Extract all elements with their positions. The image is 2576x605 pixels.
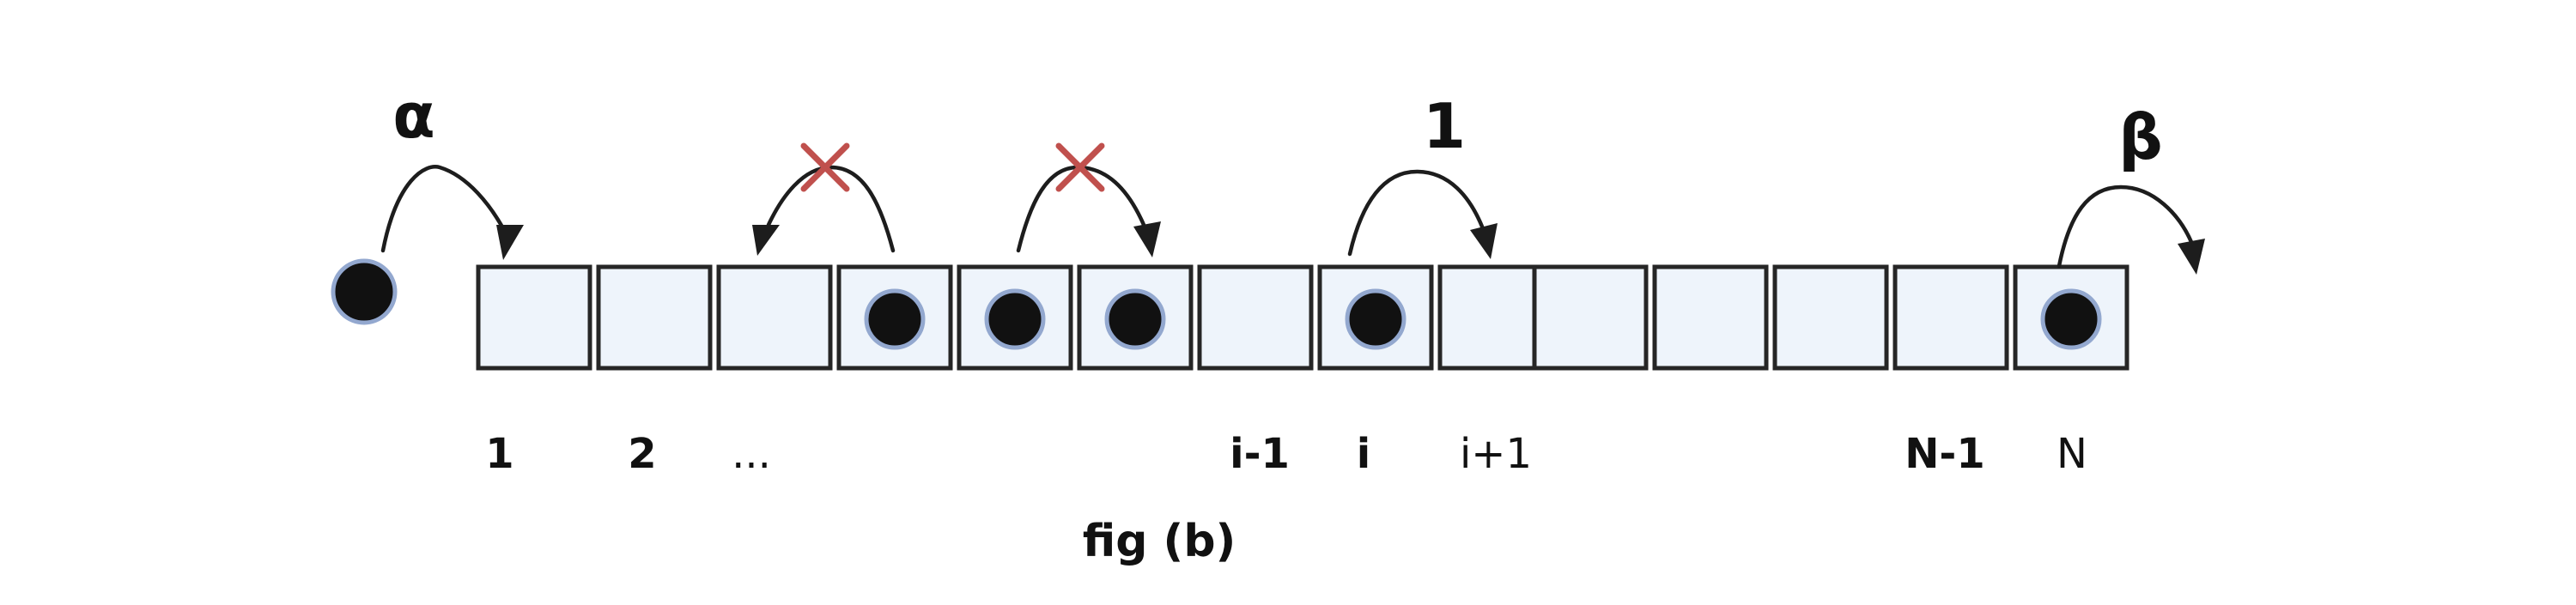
lattice-cell bbox=[1772, 264, 1889, 371]
particle bbox=[2040, 288, 2102, 350]
injection-rate-label: α bbox=[392, 80, 434, 152]
site-label: i-1 bbox=[1230, 430, 1290, 478]
lattice-cell bbox=[1532, 264, 1649, 371]
extraction-rate-label: β bbox=[2118, 101, 2163, 173]
figure-caption: fig (b) bbox=[1083, 516, 1236, 567]
lattice-cell bbox=[836, 264, 953, 371]
particle bbox=[984, 288, 1046, 350]
extraction-arrowhead bbox=[2178, 239, 2205, 275]
site-label: N bbox=[2057, 430, 2087, 478]
particle bbox=[1104, 288, 1166, 350]
hop-rate-label: 1 bbox=[1423, 90, 1466, 162]
injection-arrow bbox=[380, 165, 507, 253]
particle bbox=[1345, 288, 1406, 350]
site-label: ... bbox=[732, 430, 771, 478]
lattice-cell bbox=[716, 264, 833, 371]
lattice-cell bbox=[1197, 264, 1314, 371]
particle bbox=[864, 288, 926, 350]
lattice-cell bbox=[1652, 264, 1769, 371]
site-label: i bbox=[1357, 430, 1370, 478]
site-label: 2 bbox=[628, 430, 656, 478]
hop-arrowhead bbox=[1470, 223, 1498, 259]
site-label: N-1 bbox=[1905, 430, 1985, 478]
transition-arrows bbox=[380, 142, 2205, 275]
blocked-forward-arrow bbox=[1016, 165, 1146, 253]
hop-arrow bbox=[1347, 169, 1485, 257]
blocked-backward-arrowhead bbox=[752, 225, 780, 256]
reservoir-particle bbox=[331, 258, 398, 325]
blocked-forward-arrowhead bbox=[1133, 221, 1161, 257]
blocked-mark-left bbox=[800, 142, 850, 192]
lattice-cell bbox=[1893, 264, 2009, 371]
site-label: i+1 bbox=[1460, 430, 1532, 478]
extraction-arrow bbox=[2057, 185, 2194, 269]
lattice-cell bbox=[596, 264, 713, 371]
lattice bbox=[476, 264, 2129, 371]
site-labels: 1 2... i-1 i i+1 N-1 N bbox=[485, 430, 2087, 478]
injection-arrowhead bbox=[496, 225, 524, 260]
blocked-mark-right bbox=[1055, 142, 1105, 192]
blocked-backward-arrow bbox=[766, 165, 896, 253]
lattice-cell bbox=[476, 264, 592, 371]
site-label: 1 bbox=[485, 430, 513, 478]
